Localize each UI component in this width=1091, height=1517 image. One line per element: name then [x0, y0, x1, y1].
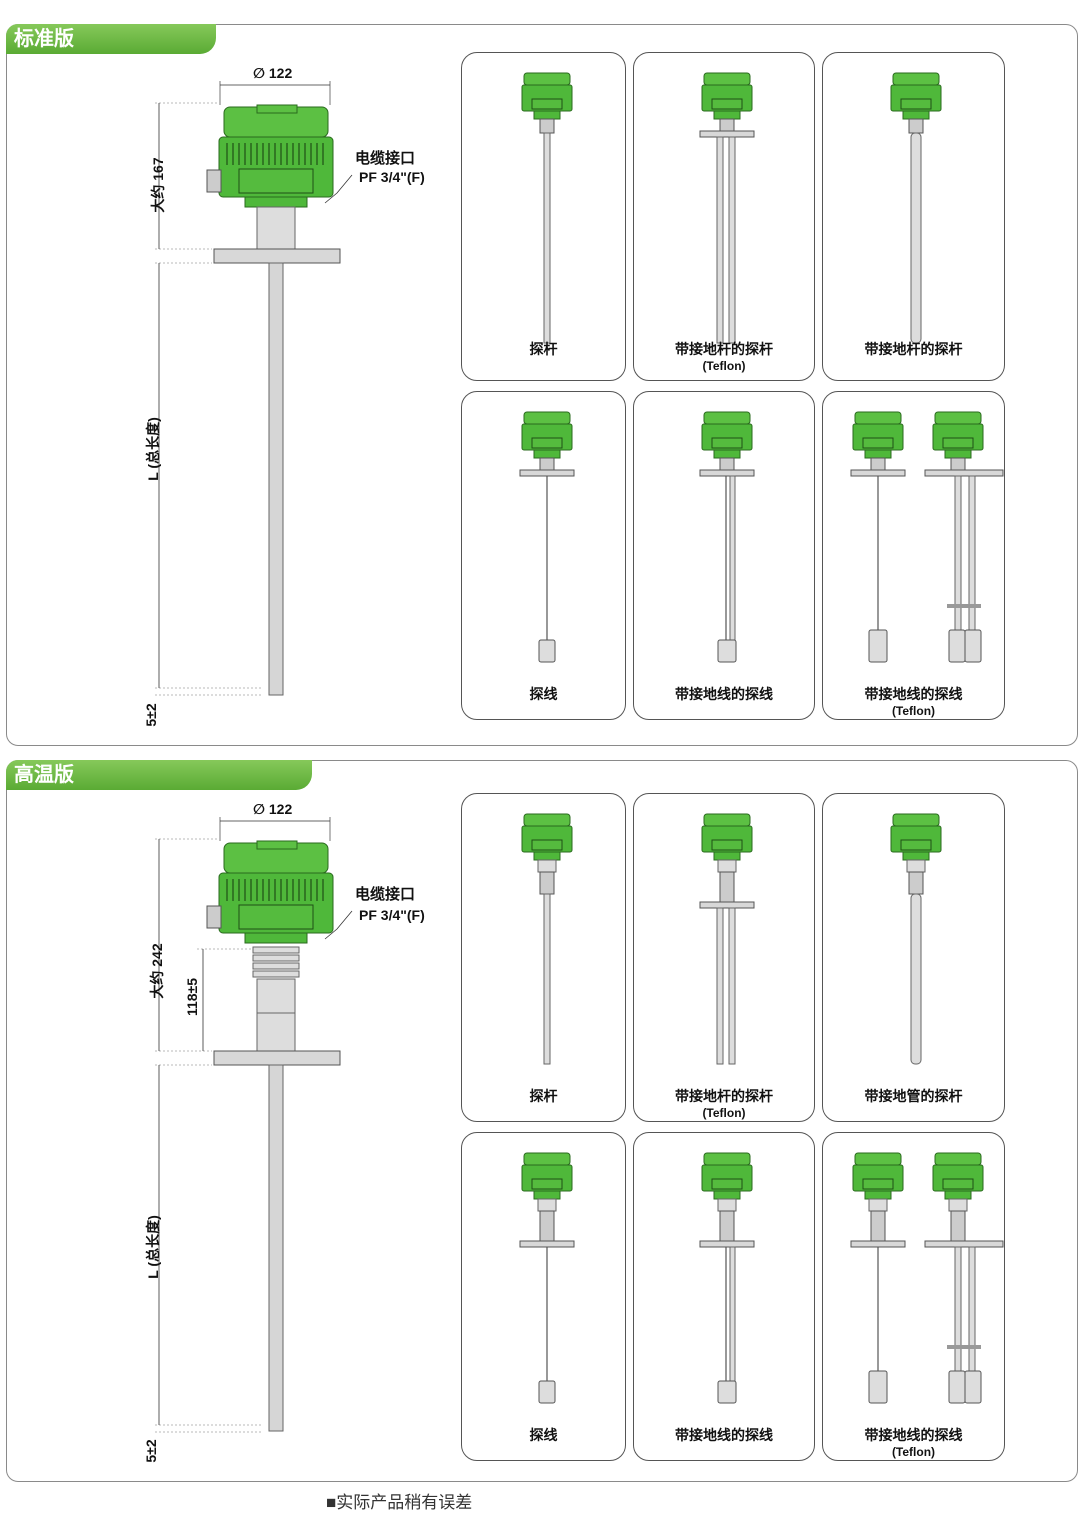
diameter-label: ∅ 122	[253, 801, 293, 817]
probe-drawing	[521, 72, 573, 344]
standard-panel: 标准版 ∅	[6, 24, 1078, 746]
footer-note: ■实际产品稍有误差	[326, 1493, 473, 1512]
section-title: 高温版	[6, 760, 312, 790]
probe-card-rod-ground-teflon: 带接地杆的探杆(Teflon)	[633, 793, 815, 1122]
probe-drawing	[890, 813, 942, 1065]
card-caption: 带接地线的探线	[675, 1427, 773, 1443]
probe-card-wire: 探线	[461, 391, 626, 720]
high-temp-panel: 高温版	[6, 760, 1078, 1482]
card-caption: 探线	[529, 686, 558, 702]
probe-drawing	[699, 1152, 755, 1404]
card-caption: 探杆	[529, 341, 558, 357]
probe-card-rod-ground-teflon: 带接地杆的探杆(Teflon)	[633, 52, 815, 381]
probe-drawing	[890, 72, 942, 344]
probe-card-wire-ground: 带接地线的探线	[633, 1132, 815, 1461]
probe-card-wire: 探线	[461, 1132, 626, 1461]
probe-card-wire-ground: 带接地线的探线	[633, 391, 815, 720]
inner-height-label: 118±5	[184, 977, 200, 1017]
probe-drawing	[850, 411, 1004, 663]
length-label: L (总长度)	[145, 417, 161, 481]
probe-card-wire-ground-teflon: 带接地线的探线(Teflon)	[822, 391, 1005, 720]
height-label: 大约 167	[150, 157, 166, 213]
section-title: 标准版	[6, 24, 216, 54]
probe-card-rod: 探杆	[461, 52, 626, 381]
probe-drawing	[699, 72, 755, 344]
tolerance-label: 5±2	[143, 1439, 159, 1463]
cable-label: 电缆接口	[355, 150, 416, 167]
cable-spec: PF 3/4"(F)	[359, 907, 425, 923]
card-caption: 带接地杆的探杆(Teflon)	[675, 341, 773, 373]
cable-label: 电缆接口	[355, 886, 416, 903]
probe-card-rod-ground-tube: 带接地管的探杆	[822, 793, 1005, 1122]
card-caption: 带接地线的探线(Teflon)	[864, 686, 963, 718]
card-caption: 探杆	[529, 1088, 558, 1104]
probe-drawing	[699, 813, 755, 1065]
diameter-label: ∅ 122	[253, 65, 293, 81]
probe-drawing	[699, 411, 755, 663]
cable-spec: PF 3/4"(F)	[359, 169, 425, 185]
probe-drawing	[850, 1152, 1004, 1404]
card-caption: 带接地线的探线	[675, 686, 773, 702]
probe-drawing	[519, 1152, 575, 1404]
probe-drawing	[521, 813, 573, 1065]
probe-drawing	[519, 411, 575, 663]
card-caption: 带接地杆的探杆	[864, 341, 963, 357]
card-caption: 带接地管的探杆	[864, 1088, 963, 1104]
card-caption: 探线	[529, 1427, 558, 1443]
probe-card-rod: 探杆	[461, 793, 626, 1122]
length-label: L (总长度)	[145, 1215, 161, 1279]
card-caption: 带接地线的探线(Teflon)	[864, 1427, 963, 1459]
probe-card-rod-ground: 带接地杆的探杆	[822, 52, 1005, 381]
height-label: 大约 242	[149, 943, 165, 999]
card-caption: 带接地杆的探杆(Teflon)	[675, 1088, 773, 1120]
high-temp-main-drawing	[155, 817, 353, 1433]
probe-card-wire-ground-teflon: 带接地线的探线(Teflon)	[822, 1132, 1005, 1461]
tolerance-label: 5±2	[143, 703, 159, 727]
standard-main-drawing	[155, 81, 353, 696]
